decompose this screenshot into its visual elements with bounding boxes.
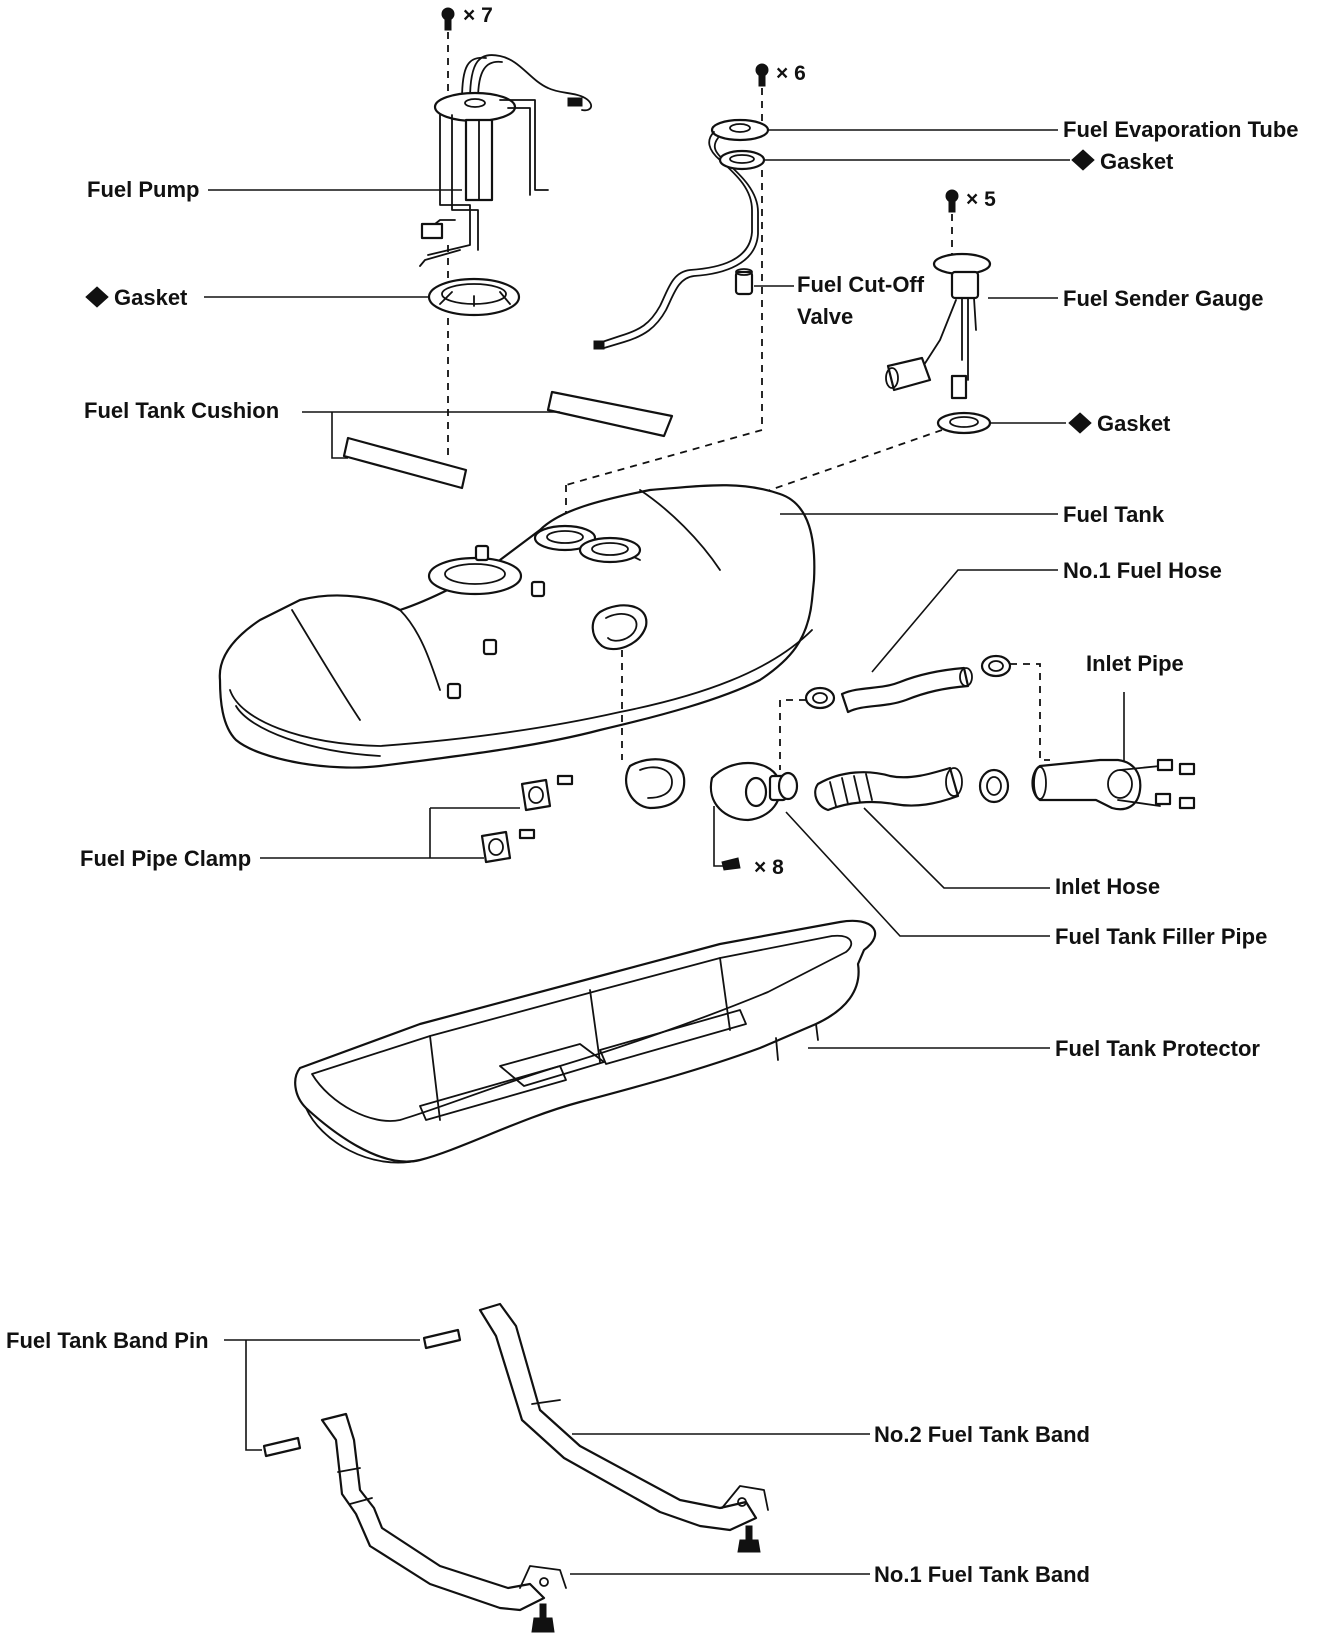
fuel-sender-gauge xyxy=(885,252,992,400)
filler-screw-quantity: × 8 xyxy=(754,856,784,879)
fuel-tank-cushion-left xyxy=(342,436,468,490)
fuel-cut-off-valve xyxy=(734,268,754,296)
fuel-tank-band-pin-label: Fuel Tank Band Pin xyxy=(6,1328,209,1353)
fuel-pipe-clamp-lower xyxy=(480,828,536,864)
fuel-cut-off-valve-label-2: Valve xyxy=(797,304,853,329)
inlet-hose-clamp xyxy=(978,768,1010,804)
new-part-diamond-icon xyxy=(85,286,109,308)
evap-screw-quantity: × 6 xyxy=(776,62,806,85)
pump-screw-quantity: × 7 xyxy=(463,4,493,27)
no1-band-bolt-icon xyxy=(531,1603,555,1633)
fuel-pump-gasket xyxy=(427,277,521,317)
fuel-tank-filler-pipe-label: Fuel Tank Filler Pipe xyxy=(1055,924,1267,949)
no1-fuel-hose xyxy=(840,666,973,714)
no1-fuel-tank-band xyxy=(320,1412,567,1612)
fuel-evaporation-tube-label: Fuel Evaporation Tube xyxy=(1063,117,1299,142)
filler-pipe-gasket xyxy=(625,758,686,810)
fuel-cut-off-valve-label-1: Fuel Cut-Off xyxy=(797,272,925,297)
fuel-evap-gasket xyxy=(718,149,766,171)
gasket-sender-label: Gasket xyxy=(1097,411,1171,436)
fuel-tank xyxy=(218,484,816,769)
no2-band-bolt-icon xyxy=(737,1525,761,1553)
no1-fuel-tank-band-label: No.1 Fuel Tank Band xyxy=(874,1562,1090,1587)
fuel-sender-gauge-label: Fuel Sender Gauge xyxy=(1063,286,1264,311)
hose-clamp-left xyxy=(804,686,836,710)
fuel-tank-band-pin-upper xyxy=(422,1328,462,1350)
no2-fuel-tank-band-label: No.2 Fuel Tank Band xyxy=(874,1422,1090,1447)
fuel-tank-protector-label: Fuel Tank Protector xyxy=(1055,1036,1260,1061)
gasket-pump-label: Gasket xyxy=(114,285,188,310)
filler-screw-icon xyxy=(721,857,741,871)
fuel-tank-cushion-label: Fuel Tank Cushion xyxy=(84,398,279,423)
inlet-hose-label: Inlet Hose xyxy=(1055,874,1160,899)
sender-screw-quantity: × 5 xyxy=(966,188,996,211)
new-part-diamond-icon xyxy=(1071,149,1095,171)
fuel-pump-label: Fuel Pump xyxy=(87,177,199,202)
hose-clamp-upper xyxy=(980,654,1012,678)
fuel-tank-label: Fuel Tank xyxy=(1063,502,1165,527)
inlet-hose xyxy=(814,766,963,812)
fuel-pipe-clamp-label: Fuel Pipe Clamp xyxy=(80,846,251,871)
fuel-tank-protector xyxy=(294,919,877,1164)
inlet-pipe xyxy=(1031,758,1196,811)
fuel-evap-screw-icon xyxy=(755,63,769,87)
fuel-pipe-clamp-upper xyxy=(520,774,574,812)
fuel-pump-screw-icon xyxy=(441,7,455,31)
gasket-evap-label: Gasket xyxy=(1100,149,1174,174)
new-part-diamond-icon xyxy=(1068,412,1092,434)
fuel-tank-filler-pipe xyxy=(709,761,799,822)
fuel-tank-band-pin-lower xyxy=(262,1436,302,1458)
fuel-sender-gasket xyxy=(936,411,992,435)
no1-fuel-hose-label: No.1 Fuel Hose xyxy=(1063,558,1222,583)
fuel-sender-screw-icon xyxy=(945,189,959,213)
fuel-tank-cushion-right xyxy=(546,390,674,438)
no2-fuel-tank-band xyxy=(478,1302,769,1532)
inlet-pipe-label: Inlet Pipe xyxy=(1086,651,1184,676)
fuel-pump xyxy=(419,54,592,267)
